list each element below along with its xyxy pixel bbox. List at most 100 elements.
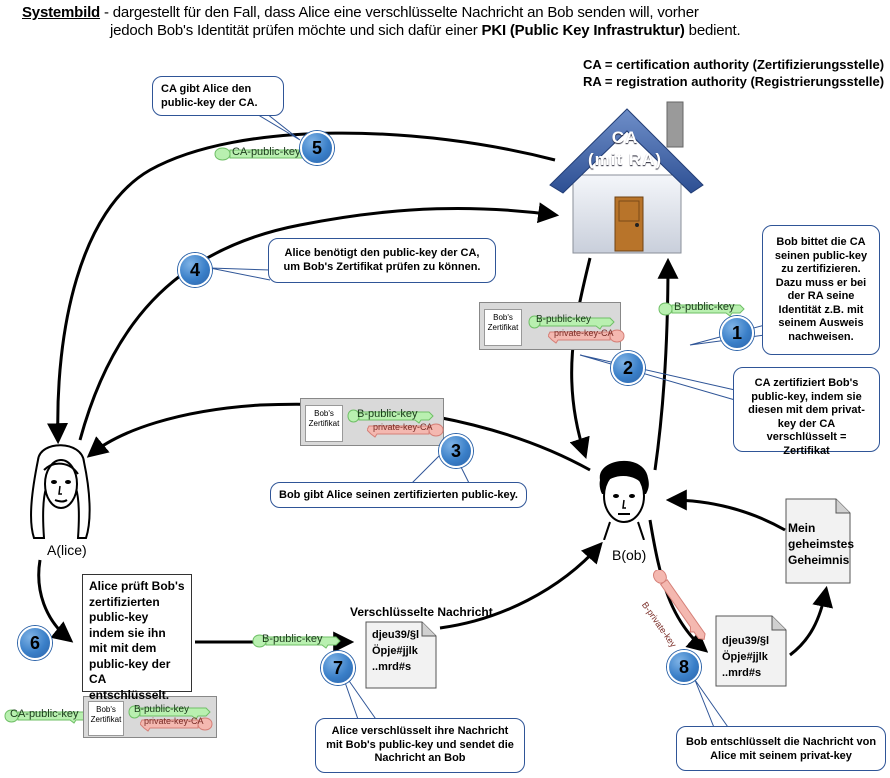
certificate-public-key: B-public-key	[526, 311, 616, 333]
certificate-label-line2: Zertifikat	[90, 715, 122, 724]
key-icon	[547, 329, 625, 344]
secret-line-2: geheimstes	[788, 537, 855, 551]
certificate-private-key-label: private-key-CA	[144, 716, 204, 726]
certificate-label-line1: Bob's	[493, 313, 513, 322]
pointer-c5	[249, 109, 301, 141]
key-icon	[139, 717, 213, 732]
header-title: Systembild	[22, 4, 101, 21]
certificate-public-key-label: B-public-key	[357, 408, 418, 420]
bob-avatar	[588, 450, 658, 541]
callout-step7: Alice verschlüsselt ihre Nachricht mit B…	[315, 718, 525, 773]
ca-public-key-top-label: CA-public-key	[232, 146, 301, 158]
ca-ra-label: (mit RA)	[587, 150, 663, 169]
certificate-at-ca: Bob's Zertifikat B-public-key private-ke…	[479, 302, 625, 350]
arrow-bob-to-alice	[86, 402, 591, 472]
header-line1-text: - dargestellt für den Fall, dass Alice e…	[100, 4, 699, 21]
certificate-public-key: B-public-key	[345, 405, 435, 427]
certificate-label-line1: Bob's	[96, 705, 116, 714]
callout-step3: Bob gibt Alice seinen zertifizierten pub…	[270, 482, 527, 508]
arrow-bob-to-decrypt	[648, 519, 709, 653]
bob-public-key-message-label: B-public-key	[262, 633, 323, 645]
encrypted-line-3: ..mrd#s	[372, 661, 412, 673]
bob-private-key: B-private-key	[640, 569, 720, 649]
key-icon	[128, 705, 211, 720]
certificate-private-key-label: private-key-CA	[373, 422, 433, 432]
key-icon	[252, 634, 341, 649]
key-icon	[347, 409, 434, 424]
bob-icon	[599, 460, 649, 541]
certificate-private-key: private-key-CA	[139, 713, 216, 735]
certificate-to-alice: Bob's Zertifikat B-public-key private-ke…	[300, 398, 444, 446]
encrypted-line-2: Öpje#jjlk	[372, 645, 418, 657]
header-line-1: Systembild - dargestellt für den Fall, d…	[22, 3, 882, 23]
step-badge-3: 3	[439, 434, 473, 468]
step-badge-2: 2	[611, 351, 645, 385]
house-icon	[549, 101, 704, 254]
certificate-private-key: private-key-CA	[547, 325, 628, 347]
key-icon	[366, 423, 444, 438]
certificate-at-alice: Bob's Zertifikat B-public-key private-ke…	[83, 696, 217, 738]
encrypted-message-title: Verschlüsselte Nachricht	[350, 605, 493, 619]
certificate-public-key-label: B-public-key	[536, 314, 592, 325]
ca-house-label: CA (mit RA)	[575, 127, 675, 171]
pointer-c8	[694, 679, 731, 731]
arrow-ca-to-alice	[47, 131, 556, 445]
callout-step8: Bob entschlüsselt die Nachricht von Alic…	[676, 726, 886, 771]
document-icon	[715, 615, 787, 687]
callout-step1: Bob bittet die CA seinen public-key zu z…	[762, 225, 880, 355]
arrow-encrypt-to-bob	[439, 541, 603, 630]
callout-step4: Alice benötigt den public-key der CA, um…	[268, 238, 496, 283]
certificate-public-key: B-public-key	[126, 701, 212, 723]
certificate-label: Bob's Zertifikat	[305, 405, 343, 442]
ca-public-key-bottom: CA-public-key	[2, 705, 90, 727]
step-badge-4: 4	[178, 253, 212, 287]
certificate-private-key-label: private-key-CA	[554, 328, 614, 338]
certificate-label: Bob's Zertifikat	[88, 701, 124, 736]
step-badge-8: 8	[667, 650, 701, 684]
arrow-bob-to-ca	[653, 257, 679, 471]
callout-step2: CA zertifiziert Bob's public-key, indem …	[733, 367, 880, 457]
key-icon	[528, 315, 615, 330]
arrow-decrypt-to-secret	[789, 585, 833, 657]
alice-icon	[30, 444, 91, 539]
bob-public-key-right-label: B-public-key	[674, 301, 735, 313]
definition-ra: RA = registration authority (Registrieru…	[583, 74, 885, 89]
certificate-label-line2: Zertifikat	[308, 419, 340, 428]
encrypted-message-document: djeu39/§l Öpje#jjlk ..mrd#s	[360, 618, 440, 690]
ca-label: CA	[611, 128, 639, 147]
step-badge-5: 5	[300, 131, 334, 165]
arrow-alice-to-ca	[78, 202, 560, 441]
bob-public-key-message: B-public-key	[250, 630, 342, 652]
key-icon	[658, 302, 745, 317]
ca-public-key-bottom-label: CA-public-key	[10, 708, 79, 720]
arrow-ca-to-bob	[569, 257, 592, 459]
arrow-alice-to-check	[37, 559, 74, 643]
pointer-c4	[209, 267, 271, 281]
header-line2-bold: PKI (Public Key Infrastruktur)	[481, 22, 685, 39]
alice-avatar	[20, 440, 100, 540]
step6-box: Alice prüft Bob's zertifizierten public-…	[82, 574, 192, 702]
decrypt-document: djeu39/§l Öpje#jjlk ..mrd#s	[710, 612, 790, 688]
certificate-private-key: private-key-CA	[366, 419, 447, 441]
secret-document: Mein geheimstes Geheimnis	[782, 495, 854, 585]
arrow-secret-to-bob	[665, 489, 786, 532]
header-line2-post: bedient.	[684, 22, 741, 39]
secret-line-1: Mein	[788, 521, 816, 535]
ca-house: CA (mit RA)	[545, 97, 705, 257]
pointer-c2	[579, 354, 736, 401]
callout-step5: CA gibt Alice den public-key der CA.	[152, 76, 284, 116]
decrypt-line-3: ..mrd#s	[722, 667, 762, 679]
header-line-2: jedoch Bob's Identität prüfen möchte und…	[110, 21, 880, 41]
key-icon	[4, 709, 89, 724]
bob-label: B(ob)	[612, 547, 647, 563]
decrypt-line-2: Öpje#jjlk	[722, 651, 768, 663]
step-badge-6: 6	[18, 626, 52, 660]
certificate-label-line2: Zertifikat	[487, 323, 519, 332]
secret-line-3: Geheimnis	[788, 553, 850, 567]
ca-public-key-top: CA-public-key	[212, 143, 327, 165]
key-icon	[652, 569, 706, 640]
step-badge-1: 1	[720, 316, 754, 350]
certificate-public-key-label: B-public-key	[134, 704, 190, 715]
document-icon	[365, 621, 437, 689]
